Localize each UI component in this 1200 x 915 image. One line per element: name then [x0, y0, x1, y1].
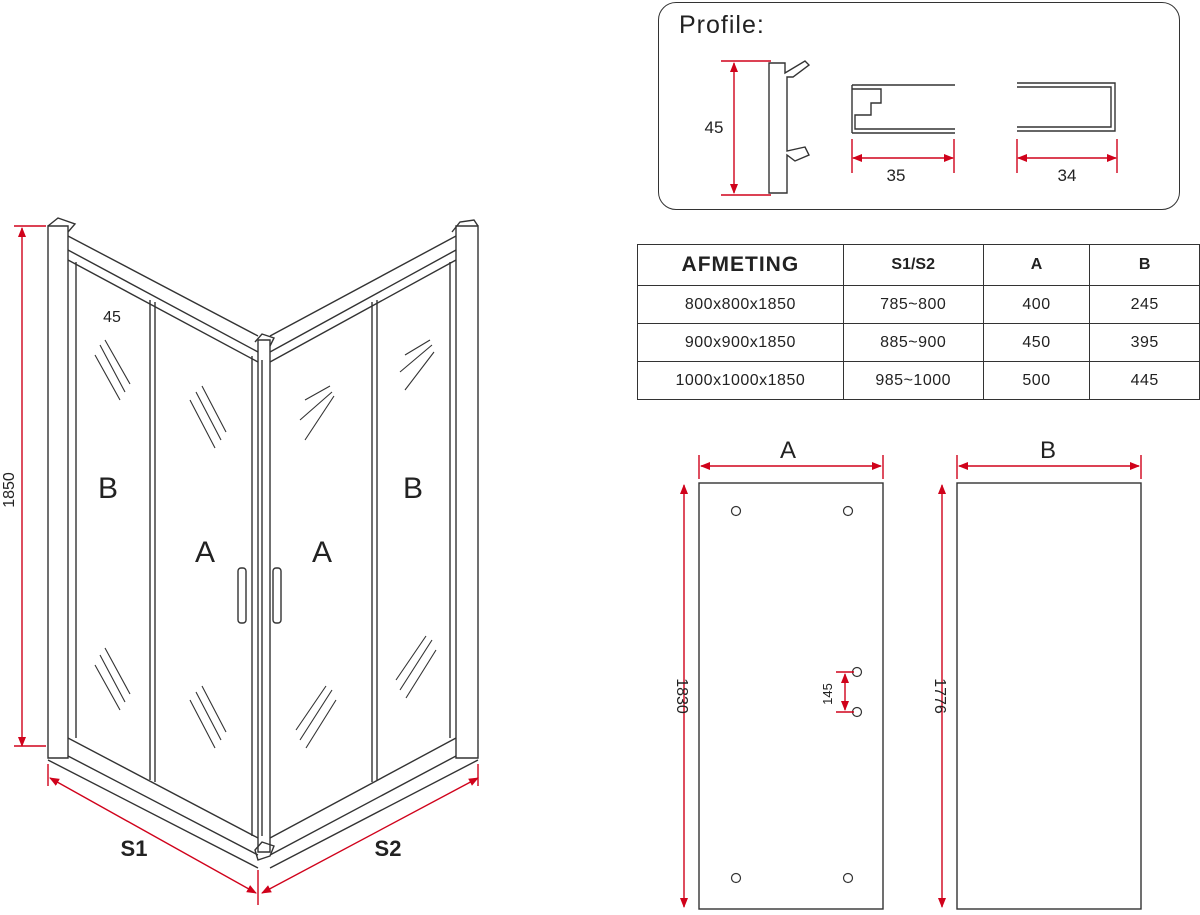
panel-b-height-label: 1776 [931, 678, 948, 714]
header-afmeting: AFMETING [637, 244, 844, 286]
panel-a-height-label: 1830 [673, 678, 690, 714]
table-cell: 800x800x1850 [637, 285, 844, 324]
left-post [47, 225, 69, 759]
panel-label-a-right: A [312, 536, 332, 569]
profile-shape-1 [768, 60, 811, 194]
panel-label-b-right: B [403, 472, 423, 505]
header-a: A [982, 244, 1091, 286]
glass-panels-drawing: A B 1830 1776 145 [673, 437, 1142, 910]
table-cell: 1000x1000x1850 [637, 361, 844, 400]
table-cell: 400 [982, 285, 1091, 324]
table-header-row: AFMETING S1/S2 A B [637, 244, 1200, 286]
glass-panel-a [698, 482, 884, 910]
size-table: AFMETING S1/S2 A B 800x800x1850 785~800 … [637, 244, 1200, 400]
profile-box: Profile: [658, 2, 1180, 210]
corner-post [257, 339, 271, 853]
profile-shape-2 [851, 84, 955, 134]
left-frame-bottom [47, 737, 259, 869]
table-cell: 985~1000 [842, 361, 984, 400]
header-s1s2: S1/S2 [842, 244, 984, 286]
profile-title: Profile: [679, 11, 765, 39]
profile-dim-35: 35 [887, 166, 906, 185]
side-s2-label: S2 [375, 836, 402, 861]
header-b: B [1089, 244, 1200, 286]
profile-drawing: 45 35 34 [705, 60, 1118, 196]
panel-b-width-label: B [1040, 437, 1056, 464]
side-s1-label: S1 [121, 836, 148, 861]
hole-spacing-label: 145 [820, 683, 835, 705]
table-cell: 395 [1089, 323, 1200, 362]
profile-dim-34: 34 [1058, 166, 1077, 185]
panel-label-a-left: A [195, 536, 215, 569]
panel-a-width-label: A [780, 437, 796, 464]
height-1850-label: 1850 [1, 472, 18, 508]
table-cell: 885~900 [842, 323, 984, 362]
panel-label-b-left: B [98, 472, 118, 505]
table-cell: 245 [1089, 285, 1200, 324]
enclosure-drawing: 1850 45 B A A B S1 S2 [1, 217, 479, 905]
panel-a-holes [730, 505, 863, 884]
profile-dim-45: 45 [705, 118, 724, 137]
table-row: 800x800x1850 785~800 400 245 [637, 285, 1200, 324]
table-row: 900x900x1850 885~900 450 395 [637, 323, 1200, 362]
left-handle [237, 567, 247, 624]
right-post [455, 225, 479, 759]
table-cell: 445 [1089, 361, 1200, 400]
table-cell: 785~800 [842, 285, 984, 324]
table-cell: 900x900x1850 [637, 323, 844, 362]
left-frame-top [67, 235, 259, 353]
right-frame-top [269, 235, 457, 363]
glass-panel-b [956, 482, 1142, 910]
right-handle [272, 567, 282, 624]
top-45-label: 45 [103, 309, 121, 326]
profile-shape-3 [1017, 82, 1116, 132]
table-cell: 450 [982, 323, 1091, 362]
table-row: 1000x1000x1850 985~1000 500 445 [637, 361, 1200, 400]
table-cell: 500 [982, 361, 1091, 400]
